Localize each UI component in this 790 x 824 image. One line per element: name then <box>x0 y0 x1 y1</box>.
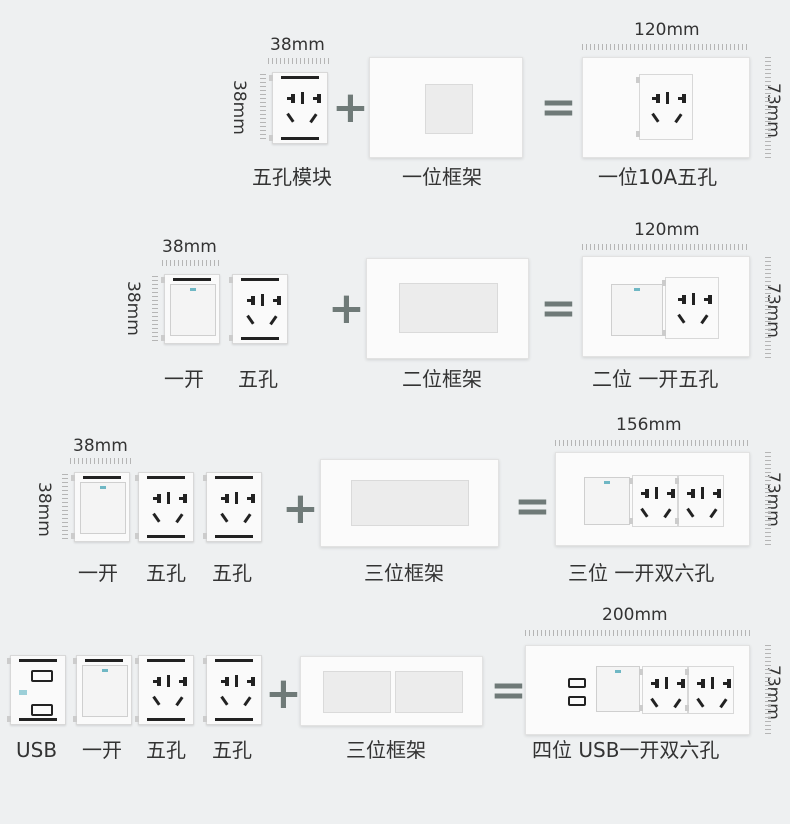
outlet-icon <box>220 492 255 524</box>
equals-icon: = <box>540 283 577 334</box>
ruler-vertical <box>765 57 771 158</box>
module-label: 五孔 <box>212 561 252 585</box>
plus-icon: + <box>265 668 302 719</box>
result-width-dim: 156mm <box>616 415 682 435</box>
result-label: 二位 一开五孔 <box>592 367 719 391</box>
module-label: 一开 <box>82 738 122 762</box>
result-panel <box>555 452 750 546</box>
module-label: 五孔 <box>146 738 186 762</box>
module-width-dim: 38mm <box>162 237 217 257</box>
outlet-icon <box>152 492 187 524</box>
one-gang-frame <box>369 57 523 158</box>
module-label: 一开 <box>164 367 204 391</box>
plus-icon: + <box>328 283 365 334</box>
module-label: 五孔 <box>212 738 252 762</box>
five-hole-module <box>229 274 288 344</box>
usb-port-icon <box>568 696 586 706</box>
outlet-icon <box>246 294 281 326</box>
frame-label: 一位框架 <box>402 165 482 189</box>
ruler-horizontal <box>555 440 750 446</box>
module-label: 五孔模块 <box>252 165 332 189</box>
equals-icon: = <box>490 665 527 716</box>
outlet-icon <box>220 675 255 707</box>
result-panel <box>582 57 750 158</box>
usb-port-icon <box>31 670 53 682</box>
module-height-dim: 38mm <box>34 482 54 537</box>
switch-module <box>73 655 132 725</box>
ruler-vertical <box>260 74 266 142</box>
module-label: 一开 <box>78 561 118 585</box>
five-hole-module <box>203 655 262 725</box>
ruler-horizontal <box>268 58 330 64</box>
module-label: USB <box>16 738 58 762</box>
five-hole-module <box>135 472 194 542</box>
equals-icon: = <box>514 481 551 532</box>
outlet-icon <box>651 92 686 124</box>
equals-icon: = <box>540 82 577 133</box>
result-label: 三位 一开双六孔 <box>568 561 715 585</box>
frame-label: 二位框架 <box>402 367 482 391</box>
switch-module <box>161 274 220 344</box>
module-label: 五孔 <box>238 367 278 391</box>
five-hole-module <box>203 472 262 542</box>
result-width-dim: 120mm <box>634 20 700 40</box>
five-hole-module <box>269 72 328 144</box>
three-gang-frame <box>300 656 483 726</box>
result-panel <box>525 645 750 735</box>
ruler-horizontal <box>70 458 132 464</box>
outlet-icon <box>650 677 685 709</box>
ruler-vertical <box>765 257 771 358</box>
ruler-vertical <box>765 645 771 735</box>
module-height-dim: 38mm <box>123 281 143 336</box>
outlet-icon <box>696 677 731 709</box>
result-width-dim: 200mm <box>602 605 668 625</box>
usb-port-icon <box>568 678 586 688</box>
module-width-dim: 38mm <box>73 436 128 456</box>
result-label: 一位10A五孔 <box>598 165 718 189</box>
ruler-vertical <box>62 474 68 542</box>
result-width-dim: 120mm <box>634 220 700 240</box>
switch-module <box>71 472 130 542</box>
five-hole-module <box>135 655 194 725</box>
outlet-icon <box>677 293 712 325</box>
outlet-icon <box>152 675 187 707</box>
outlet-icon <box>640 487 675 519</box>
plus-icon: + <box>332 82 369 133</box>
module-width-dim: 38mm <box>270 35 325 55</box>
plus-icon: + <box>282 483 319 534</box>
module-height-dim: 38mm <box>229 80 249 135</box>
ruler-vertical <box>152 276 158 342</box>
frame-label: 三位框架 <box>364 561 444 585</box>
ruler-horizontal <box>525 630 750 636</box>
outlet-icon <box>286 92 321 124</box>
ruler-horizontal <box>162 260 222 266</box>
ruler-horizontal <box>582 44 750 50</box>
indicator-icon <box>19 690 27 695</box>
result-label: 四位 USB一开双六孔 <box>532 738 720 762</box>
ruler-horizontal <box>582 244 750 250</box>
outlet-icon <box>686 487 721 519</box>
usb-module <box>7 655 66 725</box>
module-label: 五孔 <box>146 561 186 585</box>
frame-label: 三位框架 <box>346 738 426 762</box>
ruler-vertical <box>765 452 771 546</box>
two-gang-frame <box>366 258 529 359</box>
three-gang-frame <box>320 459 499 547</box>
usb-port-icon <box>31 704 53 716</box>
result-panel <box>582 256 750 357</box>
